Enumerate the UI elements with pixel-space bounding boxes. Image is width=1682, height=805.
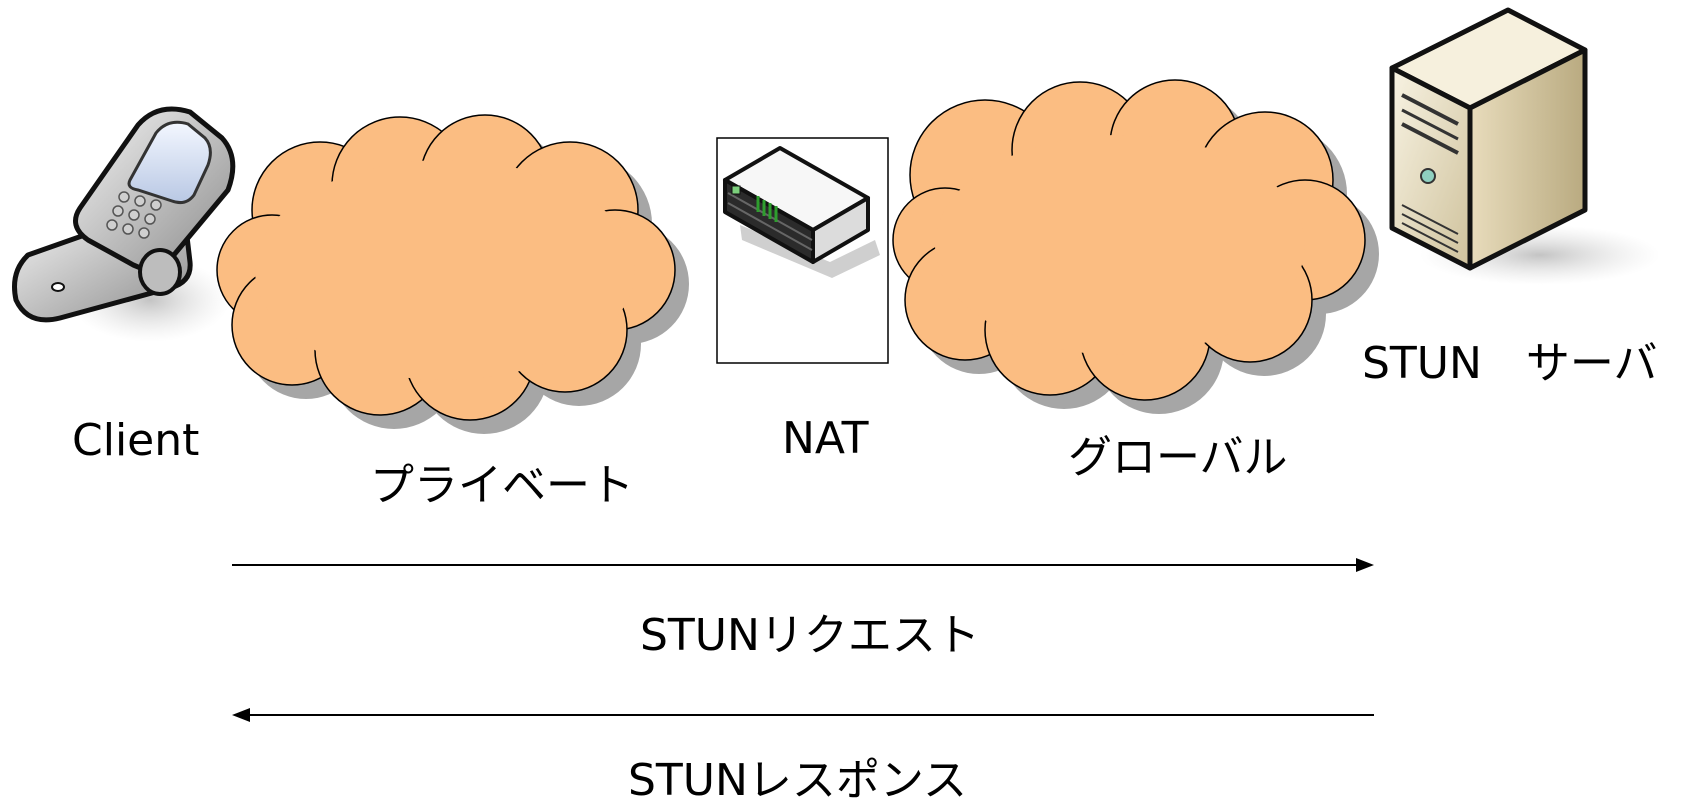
- global-network-label: グローバル: [1068, 432, 1288, 483]
- response-arrow: [232, 708, 1374, 722]
- private-network-label: プライベート: [370, 460, 634, 511]
- nat-router-icon: [716, 137, 889, 364]
- private-network-cloud-icon: [216, 114, 689, 434]
- response-label: STUNレスポンス: [628, 755, 967, 805]
- request-arrow: [232, 558, 1374, 572]
- mobile-phone-icon: [12, 106, 236, 342]
- stun-server-label: STUN サーバ: [1362, 338, 1658, 389]
- request-label: STUNリクエスト: [640, 610, 980, 661]
- client-label: Client: [72, 415, 199, 466]
- global-network-cloud-icon: [892, 79, 1379, 414]
- nat-label: NAT: [782, 413, 869, 464]
- server-tower-icon: [1389, 7, 1660, 285]
